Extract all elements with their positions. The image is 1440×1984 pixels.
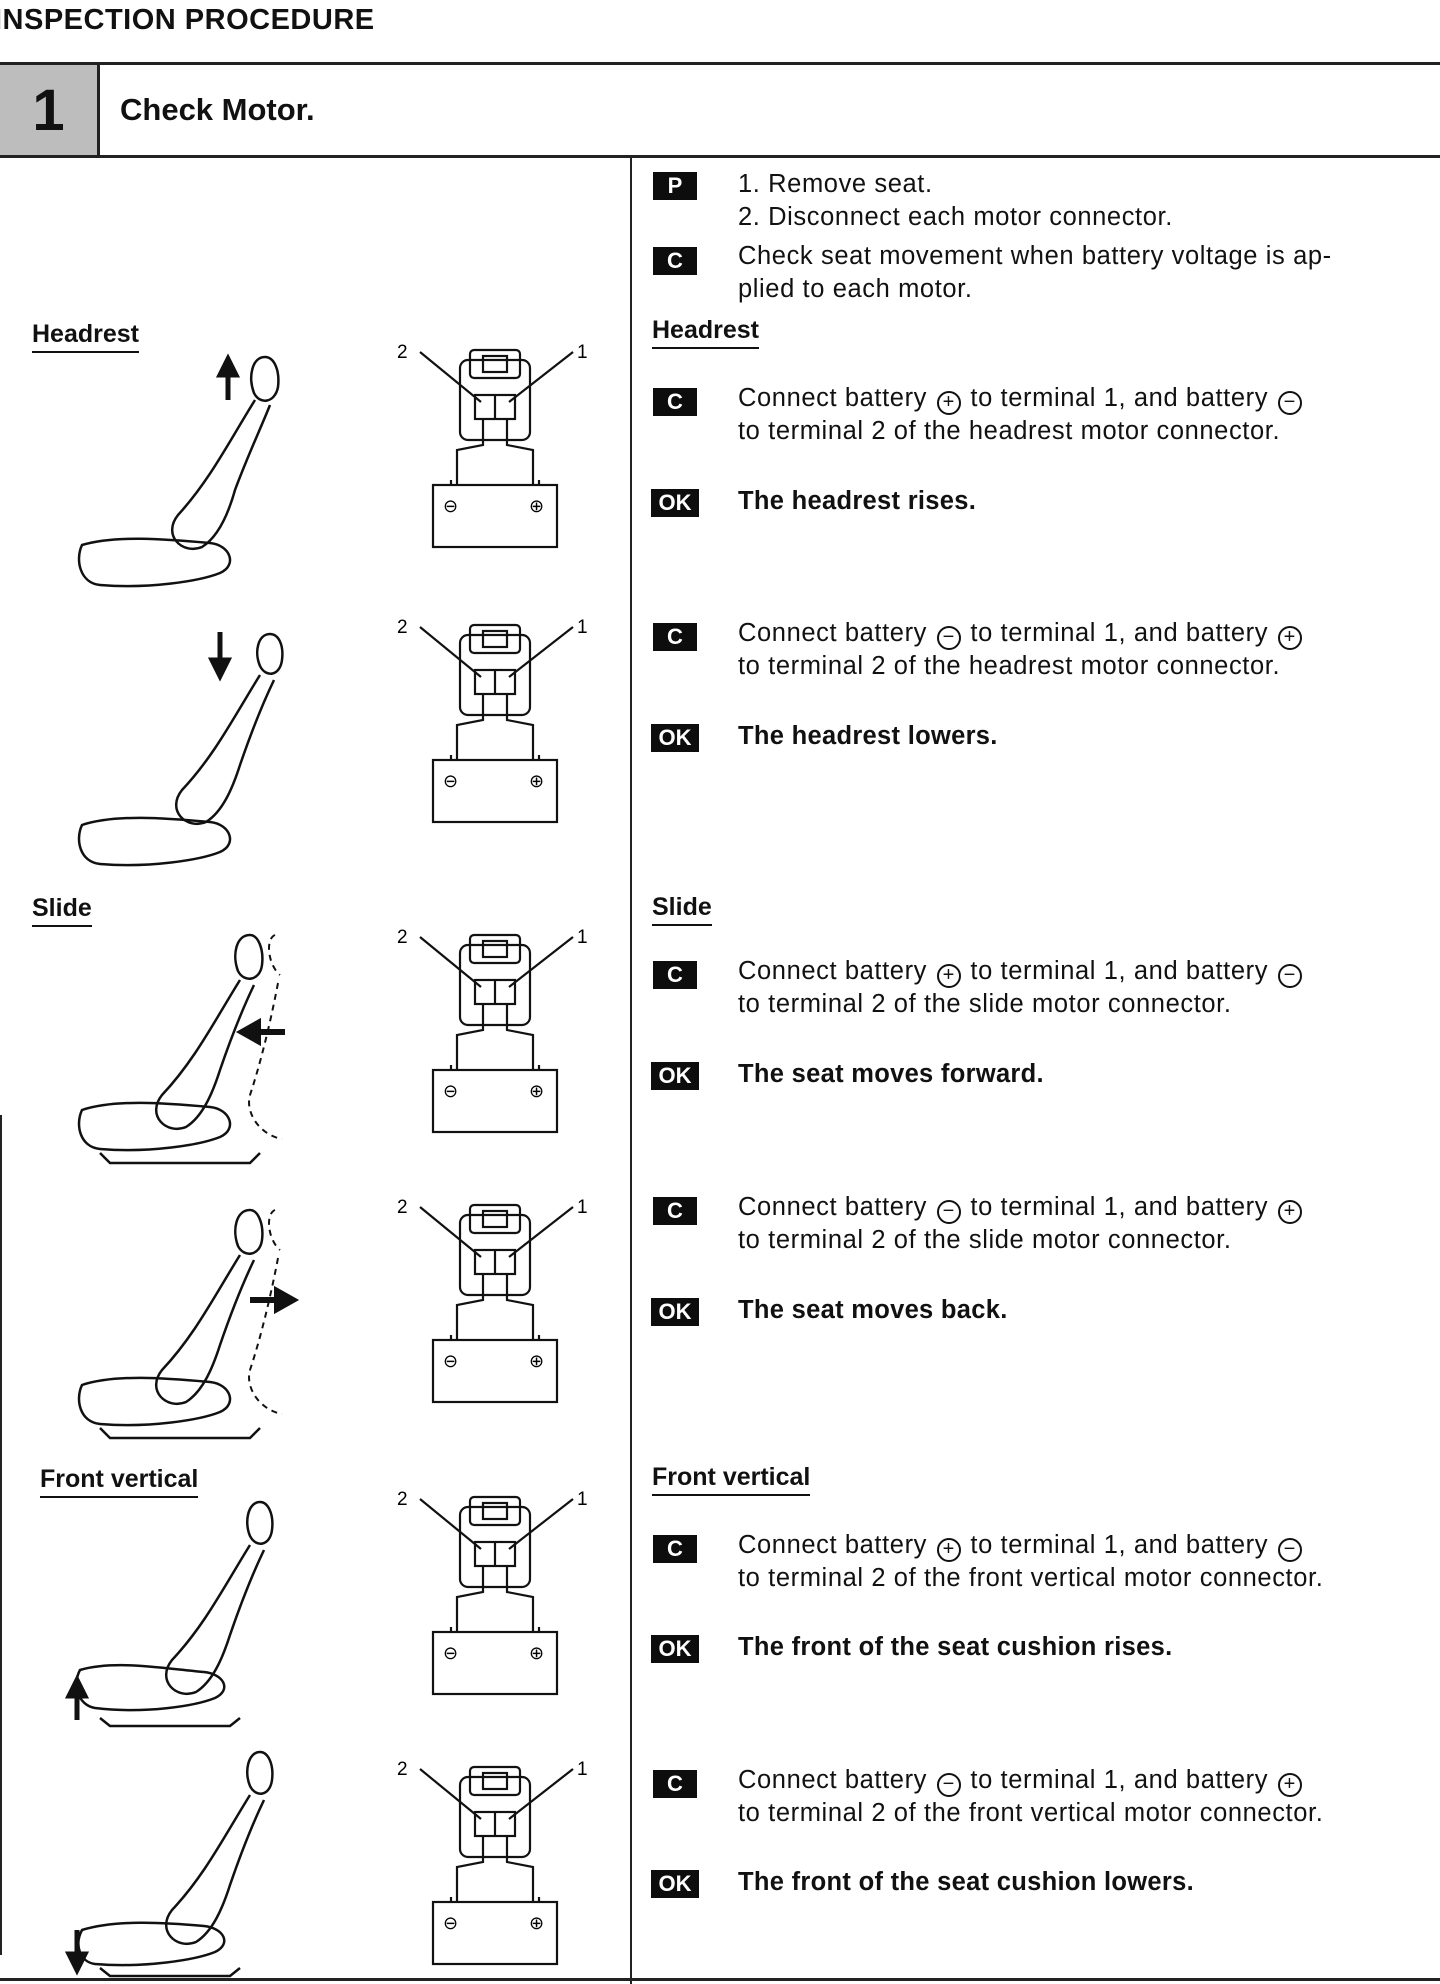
step-number: 1 — [32, 77, 65, 143]
terminal-label-2: 2 — [397, 617, 408, 638]
section-label-headrest-right: Headrest — [652, 316, 759, 349]
polarity-symbol: − — [1277, 964, 1302, 988]
polarity-symbol: + — [1277, 626, 1302, 650]
seat-headrest-down-illustration — [77, 632, 284, 867]
check-badge: C — [653, 247, 697, 275]
page-title: INSPECTION PROCEDURE — [0, 4, 375, 36]
check-badge: C — [653, 1535, 697, 1563]
terminal-label-2: 2 — [397, 1759, 408, 1780]
section-label-slide-right: Slide — [652, 893, 712, 926]
instruction-front-vertical-down: Connect battery − to terminal 1, and bat… — [738, 1766, 1324, 1827]
polarity-symbol: + — [1277, 1773, 1302, 1797]
connector-battery-diagram: 2 1 ⊖ ⊕ — [397, 342, 588, 549]
terminal-label-2: 2 — [397, 342, 408, 363]
check-instruction: Check seat movement when battery voltage… — [738, 242, 1332, 303]
polarity-symbol: − — [1277, 391, 1302, 415]
step-header: 1 Check Motor. — [0, 62, 1440, 158]
instruction-slide-back: Connect battery − to terminal 1, and bat… — [738, 1191, 1428, 1257]
section-label-headrest-left: Headrest — [32, 320, 139, 353]
polarity-symbol: − — [936, 1200, 961, 1224]
result-slide-back: The seat moves back. — [738, 1296, 1008, 1324]
terminal-label-1: 1 — [577, 617, 588, 638]
instruction-headrest-down: Connect battery − to terminal 1, and bat… — [738, 617, 1428, 683]
terminal-label-1: 1 — [577, 342, 588, 363]
section-label-front-vertical-right: Front vertical — [652, 1463, 811, 1496]
terminal-label-1: 1 — [577, 1197, 588, 1218]
result-headrest-up: The headrest rises. — [738, 487, 977, 515]
ok-badge: OK — [651, 1298, 699, 1326]
connector-battery-diagram: 2 1 ⊖ ⊕ — [397, 1489, 588, 1696]
section-label-front-vertical-left: Front vertical — [40, 1465, 199, 1498]
seat-headrest-up-illustration — [77, 353, 280, 588]
battery-positive-terminal: ⊕ — [529, 1081, 544, 1101]
polarity-symbol: + — [936, 391, 961, 415]
battery-positive-terminal: ⊕ — [529, 771, 544, 791]
connector-battery-diagram: 2 1 ⊖ ⊕ — [397, 1197, 588, 1404]
procedure-step: 1. Remove seat. — [738, 170, 933, 198]
procedure-step: 2. Disconnect each motor connector. — [738, 203, 1173, 231]
check-badge: C — [653, 1770, 697, 1798]
polarity-symbol: + — [936, 1538, 961, 1562]
polarity-symbol: − — [1277, 1538, 1302, 1562]
column-divider — [630, 158, 632, 1984]
step-title: Check Motor. — [120, 92, 315, 127]
terminal-label-1: 1 — [577, 927, 588, 948]
result-front-vertical-up: The front of the seat cushion rises. — [738, 1633, 1173, 1661]
terminal-label-2: 2 — [397, 1489, 408, 1510]
battery-negative-terminal: ⊖ — [443, 1643, 458, 1663]
procedure-steps: 1. Remove seat. 2. Disconnect each motor… — [738, 168, 1428, 234]
ok-badge: OK — [651, 1870, 699, 1898]
instruction-front-vertical-up: Connect battery + to terminal 1, and bat… — [738, 1531, 1324, 1592]
seat-slide-forward-illustration — [77, 933, 285, 1165]
terminal-label-1: 1 — [577, 1759, 588, 1780]
connector-battery-diagram: 2 1 ⊖ ⊕ — [397, 927, 588, 1134]
polarity-symbol: + — [1277, 1200, 1302, 1224]
polarity-symbol: − — [936, 1773, 961, 1797]
battery-positive-terminal: ⊕ — [529, 1643, 544, 1663]
battery-positive-terminal: ⊕ — [529, 1913, 544, 1933]
seat-front-vertical-down-illustration — [64, 1750, 274, 1978]
check-badge: C — [653, 388, 697, 416]
instruction-slide-forward: Connect battery + to terminal 1, and bat… — [738, 955, 1428, 1021]
battery-positive-terminal: ⊕ — [529, 496, 544, 516]
connector-battery-diagram: 2 1 ⊖ ⊕ — [397, 617, 588, 824]
seat-slide-back-illustration — [77, 1208, 300, 1440]
battery-negative-terminal: ⊖ — [443, 496, 458, 516]
check-badge: C — [653, 961, 697, 989]
bottom-rule — [0, 1978, 1440, 1981]
battery-negative-terminal: ⊖ — [443, 1913, 458, 1933]
terminal-label-2: 2 — [397, 1197, 408, 1218]
result-front-vertical-down: The front of the seat cushion lowers. — [738, 1868, 1194, 1896]
polarity-symbol: − — [936, 626, 961, 650]
step-number-box: 1 — [0, 65, 100, 155]
terminal-label-2: 2 — [397, 927, 408, 948]
ok-badge: OK — [651, 1635, 699, 1663]
battery-negative-terminal: ⊖ — [443, 1081, 458, 1101]
ok-badge: OK — [651, 724, 699, 752]
procedure-badge: P — [653, 172, 697, 200]
ok-badge: OK — [651, 1062, 699, 1090]
check-badge: C — [653, 623, 697, 651]
check-badge: C — [653, 1197, 697, 1225]
connector-battery-diagram: 2 1 ⊖ ⊕ — [397, 1759, 588, 1966]
result-slide-forward: The seat moves forward. — [738, 1060, 1044, 1088]
terminal-label-1: 1 — [577, 1489, 588, 1510]
battery-negative-terminal: ⊖ — [443, 1351, 458, 1371]
ok-badge: OK — [651, 489, 699, 517]
battery-negative-terminal: ⊖ — [443, 771, 458, 791]
instruction-headrest-up: Connect battery + to terminal 1, and bat… — [738, 382, 1428, 448]
section-label-slide-left: Slide — [32, 894, 92, 927]
left-border — [0, 1115, 2, 1955]
result-headrest-down: The headrest lowers. — [738, 722, 998, 750]
seat-front-vertical-up-illustration — [64, 1500, 274, 1728]
battery-positive-terminal: ⊕ — [529, 1351, 544, 1371]
polarity-symbol: + — [936, 964, 961, 988]
